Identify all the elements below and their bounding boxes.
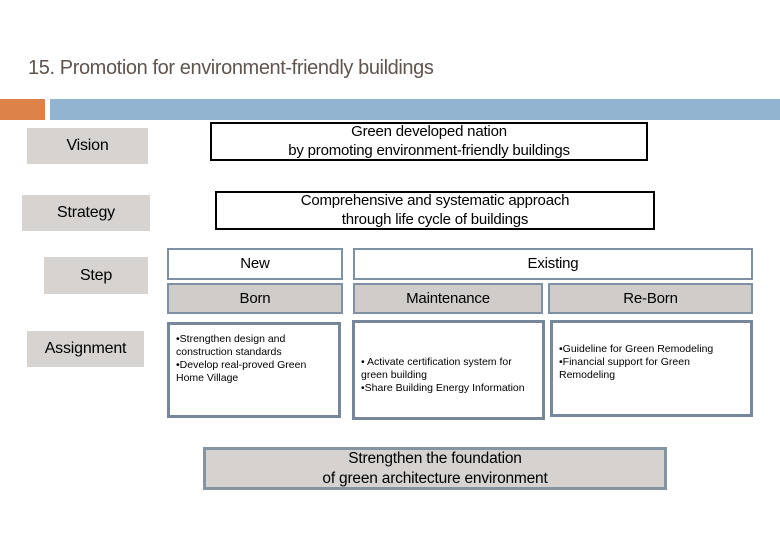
header-divider-bar (50, 99, 780, 120)
assignment-item: •Strengthen design and construction stan… (176, 333, 286, 359)
row-label-assignment-text: Assignment (44, 340, 127, 357)
row-label-strategy: Strategy (22, 195, 150, 231)
assignment-item: •Financial support for Green Remodeling (559, 356, 690, 382)
row-label-step: Step (44, 257, 148, 294)
step-header-existing: Existing (353, 248, 753, 280)
row-label-vision-text: Vision (66, 137, 109, 154)
assignment-box-reborn: •Guideline for Green Remodeling •Financi… (550, 320, 753, 417)
assignment-item: • Activate certification system for gree… (361, 356, 512, 382)
step-cell-reborn: Re-Born (548, 282, 753, 314)
strategy-statement-box: Comprehensive and systematic approach th… (215, 191, 655, 230)
slide-title: 15. Promotion for environment-friendly b… (28, 57, 434, 79)
row-label-assignment: Assignment (27, 331, 144, 367)
orange-accent-bar (0, 99, 45, 120)
assignment-box-new: •Strengthen design and construction stan… (167, 322, 341, 418)
assignment-box-maintenance: • Activate certification system for gree… (352, 320, 545, 420)
step-cell-maintenance: Maintenance (353, 282, 543, 314)
footer-statement-text: Strengthen the foundation of green archi… (322, 450, 548, 487)
strategy-statement-text: Comprehensive and systematic approach th… (300, 191, 570, 228)
step-table-new: New Born (167, 248, 343, 314)
step-table-existing: Existing Maintenance Re-Born (353, 248, 753, 314)
vision-statement-box: Green developed nation by promoting envi… (210, 122, 648, 161)
step-header-new: New (167, 248, 343, 280)
row-label-strategy-text: Strategy (57, 204, 115, 221)
assignment-item: •Develop real-proved Green Home Village (176, 359, 307, 385)
vision-statement-text: Green developed nation by promoting envi… (288, 122, 570, 159)
assignment-item: •Guideline for Green Remodeling (559, 343, 714, 355)
step-existing-split-row: Maintenance Re-Born (353, 282, 753, 314)
step-cell-born: Born (167, 282, 343, 314)
assignment-item: •Share Building Energy Information (361, 382, 525, 395)
row-label-vision: Vision (27, 128, 148, 164)
row-label-step-text: Step (79, 266, 113, 284)
footer-statement-box: Strengthen the foundation of green archi… (203, 447, 667, 490)
